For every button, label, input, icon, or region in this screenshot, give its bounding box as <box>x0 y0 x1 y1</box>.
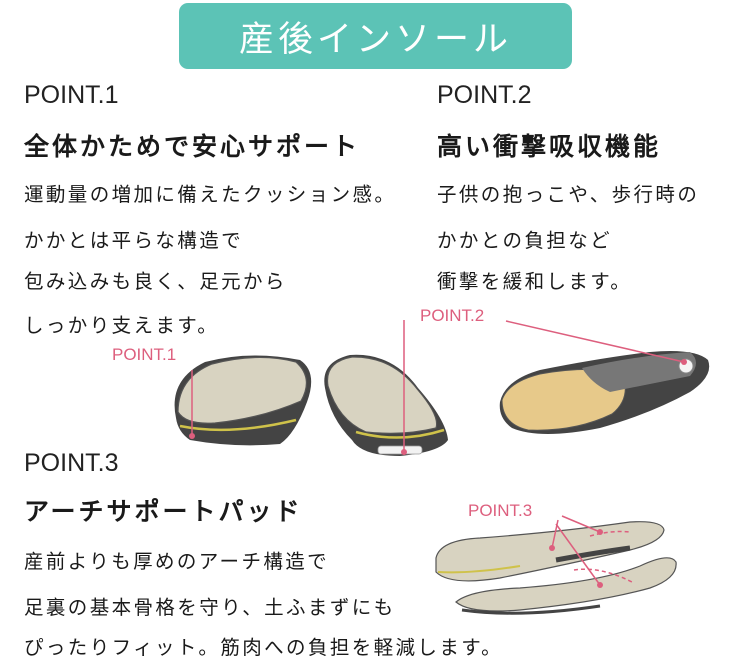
point2-label: POINT.2 <box>437 81 532 109</box>
point2-line-2: かかとの負担など <box>437 229 613 252</box>
point1-heading: 全体かためで安心サポート <box>24 132 361 161</box>
point3-line-3: ぴったりフィット。筋肉への負担を軽減します。 <box>24 636 504 659</box>
point2-heading: 高い衝撃吸収機能 <box>437 132 662 161</box>
callout-point1: POINT.1 <box>112 345 177 364</box>
heel-cup-left-image <box>174 355 312 446</box>
point3-line-2: 足裏の基本骨格を守り、土ふまずにも <box>24 596 396 619</box>
point2-line-1: 子供の抱っこや、歩行時の <box>437 183 700 206</box>
point3-label: POINT.3 <box>24 449 119 477</box>
point1-label: POINT.1 <box>24 81 119 109</box>
point1-line-4: しっかり支えます。 <box>24 314 220 337</box>
title-banner: 産後インソール <box>179 3 572 69</box>
callout-lines <box>189 320 687 588</box>
point3-heading: アーチサポートパッド <box>24 497 303 526</box>
callout-point2: POINT.2 <box>420 306 485 325</box>
arch-insole-image <box>435 521 677 615</box>
point1-line-1: 運動量の増加に備えたクッション感。 <box>24 183 397 206</box>
point3-line-1: 産前よりも厚めのアーチ構造で <box>24 550 330 573</box>
point1-line-3: 包み込みも良く、足元から <box>24 270 287 293</box>
insole-top-view-image <box>499 351 710 434</box>
heel-cup-right-image <box>324 354 448 456</box>
point2-line-3: 衝撃を緩和します。 <box>437 270 633 293</box>
callout-point3: POINT.3 <box>468 501 533 520</box>
banner-title: 産後インソール <box>238 19 512 60</box>
point1-line-2: かかとは平らな構造で <box>24 229 244 252</box>
